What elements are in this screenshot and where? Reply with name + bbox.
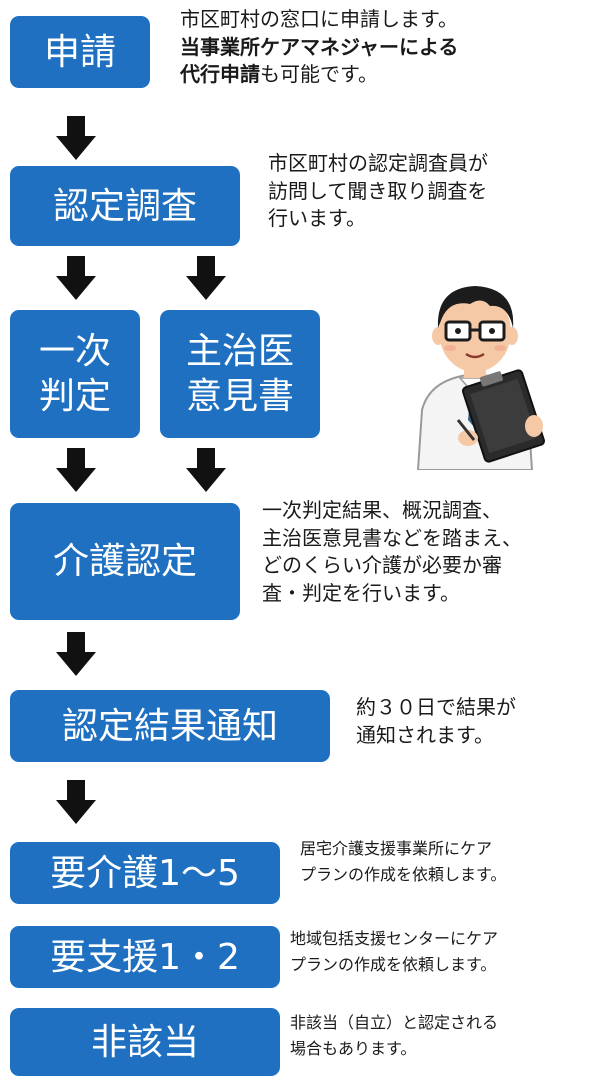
step-care-certification-label: 介護認定 [52,541,197,582]
step-care-certification: 介護認定 [10,503,240,620]
note-survey-line: 市区町村の認定調査員が [268,151,488,175]
note-survey-line: 訪問して聞き取り調査を [268,178,488,203]
note-application-line3: 代行申請も可能です。 [180,61,458,89]
note-notification-line: 通知されます。 [356,722,494,747]
note-care-level: 居宅介護支援事業所にケア プランの作成を依頼します。 [300,836,506,887]
note-support-level: 地域包括支援センターにケア プランの作成を依頼します。 [290,926,498,977]
step-notification-label: 認定結果通知 [61,705,278,747]
step-support-level-label: 要支援1・2 [50,936,240,978]
note-application-line3-rest: も可能です。 [260,62,378,87]
note-survey: 市区町村の認定調査員が 訪問して聞き取り調査を 行います。 [268,150,488,233]
step-care-level: 要介護1～5 [10,842,280,904]
note-application-line1: 市区町村の窓口に申請します。 [180,7,458,31]
note-care-level-line: プランの作成を依頼します。 [300,864,507,884]
doctor-opinion-line2: 意見書 [185,376,294,417]
step-application-label: 申請 [43,31,116,73]
note-support-level-line: 地域包括支援センターにケア [290,929,499,948]
note-not-applicable: 非該当（自立）と認定される 場合もあります。 [290,1010,498,1061]
primary-judgment-line1: 一次 [38,331,111,372]
note-certification-line: どのくらい介護が必要か審 [262,553,502,578]
arrow-down-icon [56,448,96,492]
arrow-down-icon [56,256,96,300]
step-survey-label: 認定調査 [52,185,197,227]
arrow-down-icon [56,116,96,160]
step-not-applicable-label: 非該当 [90,1021,199,1063]
note-certification-line: 主治医意見書などを踏まえ、 [262,525,522,550]
primary-judgment-line2: 判定 [38,376,111,417]
step-not-applicable: 非該当 [10,1008,280,1076]
step-support-level: 要支援1・2 [10,926,280,988]
step-doctor-opinion: 主治医 意見書 [160,310,320,438]
note-certification-line: 査・判定を行います。 [262,580,460,605]
note-certification: 一次判定結果、概況調査、 主治医意見書などを踏まえ、 どのくらい介護が必要か審 … [262,497,522,607]
note-certification-line: 一次判定結果、概況調査、 [262,498,502,522]
step-survey: 認定調査 [10,166,240,246]
step-application: 申請 [10,16,150,88]
note-not-applicable-line: 場合もあります。 [290,1038,417,1058]
doctor-icon [416,286,545,470]
note-notification: 約３０日で結果が 通知されます。 [356,694,516,749]
note-care-level-line: 居宅介護支援事業所にケア [300,839,493,858]
note-support-level-line: プランの作成を依頼します。 [290,954,497,974]
note-application-line2: 当事業所ケアマネジャーによる [180,34,459,59]
step-care-level-label: 要介護1～5 [50,852,240,894]
note-application: 市区町村の窓口に申請します。 当事業所ケアマネジャーによる 代行申請も可能です。 [180,6,458,89]
arrow-down-icon [186,256,226,300]
note-not-applicable-line: 非該当（自立）と認定される [290,1013,499,1032]
arrow-down-icon [186,448,226,492]
doctor-opinion-line1: 主治医 [185,331,294,372]
note-application-proxy: 代行申請 [180,62,260,87]
note-survey-line: 行います。 [268,206,366,231]
step-primary-judgment: 一次 判定 [10,310,140,438]
arrow-down-icon [56,632,96,676]
note-notification-line: 約３０日で結果が [356,695,516,719]
step-notification: 認定結果通知 [10,690,330,762]
arrow-down-icon [56,780,96,824]
